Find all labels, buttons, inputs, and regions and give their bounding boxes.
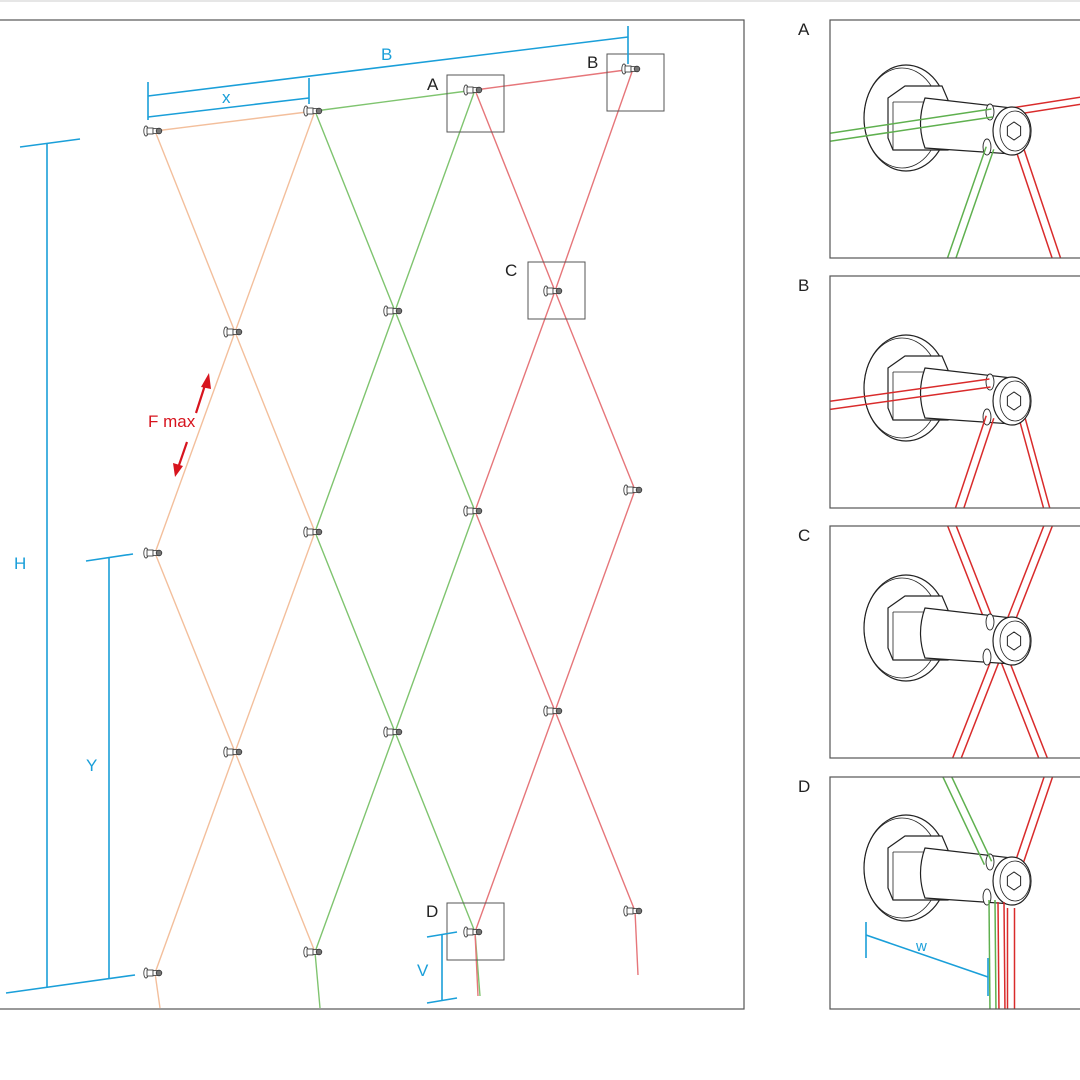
callout-label-c: C: [505, 261, 517, 280]
cable-green-4: [314, 110, 396, 1009]
anchor-bolt-icon: [463, 505, 483, 517]
callout-label-b: B: [587, 53, 598, 72]
dimension-x-label: x: [222, 88, 231, 107]
wall-anchors: [143, 63, 643, 979]
anchor-bolt-icon: [383, 305, 403, 317]
detail-column: A B C Dw: [798, 19, 1080, 1010]
dimension-x: [147, 78, 310, 118]
anchor-bolt-icon: [543, 705, 563, 717]
dimension-h-label: H: [14, 554, 26, 573]
detail-label-b: B: [798, 276, 809, 295]
cable-red-6: [474, 68, 634, 91]
anchor-bolt-icon: [223, 326, 243, 338]
detail-frame-b: [829, 275, 1080, 509]
callout-label-a: A: [427, 75, 439, 94]
cable-red-8: [474, 68, 634, 997]
detail-panel-b: B: [798, 275, 1080, 509]
main-elevation: A B C D B x H Y: [0, 19, 745, 1010]
callout-box-c[interactable]: [527, 261, 586, 320]
cable-green-5: [394, 89, 481, 997]
anchor-bolt-icon: [223, 746, 243, 758]
force-arrow: [173, 373, 211, 477]
detail-panel-c: C: [798, 525, 1080, 759]
anchor-bolt-icon: [621, 63, 641, 75]
dimension-b: [147, 26, 629, 120]
detail-label-d: D: [798, 777, 810, 796]
anchor-bolt-icon: [303, 105, 323, 117]
cable-green-3: [314, 89, 476, 112]
callout-box-a[interactable]: [446, 74, 505, 133]
anchor-bolt-icon: [463, 84, 483, 96]
anchor-bolt-icon: [303, 946, 323, 958]
cable-net: [154, 68, 639, 1009]
anchor-bolt-icon: [383, 726, 403, 738]
dimension-w-label: w: [915, 938, 927, 955]
callout-label-d: D: [426, 902, 438, 921]
main-frame: [0, 19, 745, 1010]
anchor-bolt-icon: [143, 547, 163, 559]
anchor-bolt-icon: [143, 967, 163, 979]
dimension-b-label: B: [381, 45, 392, 64]
cable-orange-2: [234, 110, 316, 953]
anchor-bolt-icon: [623, 905, 643, 917]
detail-label-c: C: [798, 526, 810, 545]
dimension-v-label: V: [417, 961, 429, 980]
dimension-w: [865, 922, 989, 996]
detail-panel-a: A: [798, 19, 1080, 259]
dimension-y: [85, 553, 134, 978]
callout-box-d[interactable]: [446, 902, 505, 961]
detail-frame-c: [829, 525, 1080, 759]
detail-panel-d: Dw: [798, 776, 1080, 1010]
anchor-bolt-icon: [143, 125, 163, 137]
dimension-v: [426, 931, 458, 1004]
detail-label-a: A: [798, 20, 810, 39]
force-label: F max: [148, 412, 196, 431]
anchor-bolt-icon: [303, 526, 323, 538]
cable-orange-1: [154, 130, 236, 1009]
anchor-bolt-icon: [463, 926, 483, 938]
detail-frame-d: [829, 776, 1080, 1010]
anchor-bolt-icon: [623, 484, 643, 496]
dimension-y-label: Y: [86, 756, 97, 775]
dimension-h: [5, 138, 136, 994]
callout-box-b[interactable]: [606, 53, 665, 112]
cable-orange-0: [154, 110, 316, 132]
detail-frame-a: [829, 19, 1080, 259]
cable-red-7: [474, 89, 639, 976]
anchor-bolt-icon: [543, 285, 563, 297]
